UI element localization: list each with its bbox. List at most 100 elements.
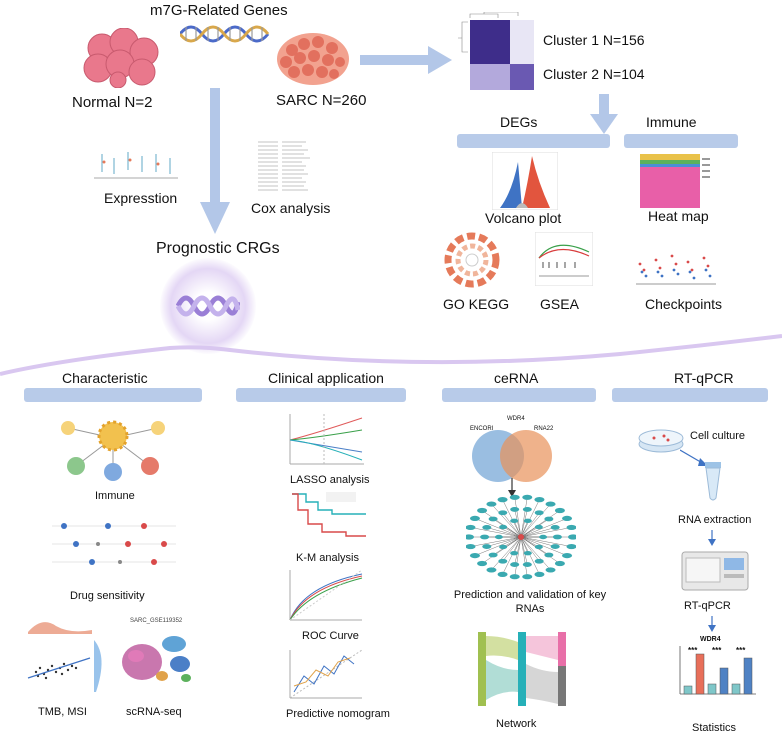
network-edge — [520, 503, 551, 538]
sankey-network-diagram — [478, 632, 566, 706]
network-node — [550, 525, 560, 530]
network-node — [568, 534, 576, 540]
network-node — [522, 507, 532, 512]
network-node — [523, 518, 532, 524]
network-node — [486, 501, 497, 507]
network-node — [562, 552, 573, 559]
network-edge — [503, 526, 522, 538]
go-kegg-image — [444, 232, 500, 288]
roc-label: ROC Curve — [302, 630, 359, 642]
network-node — [510, 518, 519, 524]
network-edge — [520, 536, 539, 548]
network-node — [469, 552, 480, 559]
network-edge — [520, 536, 551, 571]
venn-left-label: ENCORI — [470, 426, 494, 432]
expression-plot-image — [92, 142, 180, 186]
network-node — [494, 534, 503, 540]
scrna-umap-plot — [122, 636, 191, 682]
network-node — [482, 544, 492, 549]
cluster1-label: Cluster 1 N=156 — [543, 32, 645, 48]
immune-cells-diagram — [61, 420, 165, 481]
network-node — [477, 560, 488, 567]
network-edge — [520, 526, 539, 538]
network-edge — [514, 497, 522, 538]
network-node — [539, 534, 548, 540]
rtqpcr-bar — [612, 388, 768, 402]
cox-table-image — [256, 138, 316, 198]
expression-label: Expresstion — [104, 190, 178, 206]
gsea-label: GSEA — [540, 296, 579, 312]
network-edge — [502, 512, 522, 538]
network-node — [534, 558, 544, 564]
km-label: K-M analysis — [296, 552, 359, 564]
network-node — [469, 515, 480, 522]
sarc-label: SARC N=260 — [276, 92, 367, 109]
prediction-label: Prediction and validation of key RNAs — [453, 589, 607, 615]
network-edge — [520, 536, 528, 565]
network-node — [499, 524, 508, 530]
network-node — [482, 525, 492, 530]
network-node — [562, 515, 573, 522]
volcano-plot-image — [492, 152, 558, 210]
venn-right-label: RNA22 — [534, 426, 554, 432]
network-edge — [520, 518, 568, 538]
arrow-down-left-icon — [200, 88, 230, 234]
network-edge — [514, 509, 522, 538]
network-node — [477, 507, 488, 514]
network-node — [509, 574, 520, 580]
checkpoints-image — [636, 254, 716, 285]
network-label: Network — [496, 718, 537, 730]
network-node — [522, 494, 533, 500]
venn-diagram — [472, 430, 552, 482]
network-node — [466, 543, 476, 550]
network-edge — [514, 536, 522, 577]
network-node — [497, 571, 508, 578]
petri-dish-image — [638, 429, 684, 453]
characteristic-title: Characteristic — [62, 370, 148, 386]
network-node — [466, 524, 476, 531]
network-edge — [493, 518, 522, 538]
network-edge — [520, 536, 549, 556]
network-edge — [520, 527, 572, 538]
pcr-machine-image — [681, 551, 749, 591]
degs-bar — [457, 134, 610, 148]
network-node — [554, 507, 565, 514]
heatmap-label: Heat map — [648, 208, 709, 224]
network-node — [466, 534, 474, 540]
rtqpcr-step-label: RT-qPCR — [684, 600, 731, 612]
network-edge — [470, 527, 522, 538]
network-edge — [493, 536, 522, 556]
network-node — [566, 543, 576, 550]
significance-marker-2: *** — [712, 646, 722, 655]
network-node — [510, 550, 519, 556]
network-edge — [520, 536, 572, 547]
network-edge — [502, 499, 522, 538]
network-node — [499, 544, 508, 550]
network-node — [544, 552, 554, 558]
network-edge — [520, 518, 549, 538]
network-edge — [520, 536, 540, 562]
immune-label: Immune — [95, 490, 135, 502]
cluster-heatmap — [458, 12, 534, 90]
cerna-title: ceRNA — [494, 370, 539, 386]
clinical-title: Clinical application — [268, 370, 384, 386]
network-edge — [520, 509, 528, 538]
network-edge — [470, 536, 522, 547]
gsea-image — [535, 232, 593, 286]
statistics-label: Statistics — [692, 722, 737, 734]
network-node — [498, 510, 508, 516]
network-node — [522, 574, 533, 580]
rna-network-diagram — [466, 494, 576, 580]
drug-sensitivity-label: Drug sensitivity — [70, 590, 145, 602]
drug-sensitivity-plot — [52, 523, 176, 565]
cell-culture-label: Cell culture — [690, 430, 746, 442]
section-divider-curve — [0, 334, 782, 376]
volcano-label: Volcano plot — [485, 210, 562, 226]
network-node — [534, 496, 545, 503]
cerna-bar — [442, 388, 596, 402]
arrow-venn-network-icon — [508, 478, 516, 497]
network-edge — [514, 536, 522, 565]
cluster2-label: Cluster 2 N=104 — [543, 66, 645, 82]
prognostic-dna-icon — [176, 295, 240, 317]
network-node — [510, 562, 520, 567]
